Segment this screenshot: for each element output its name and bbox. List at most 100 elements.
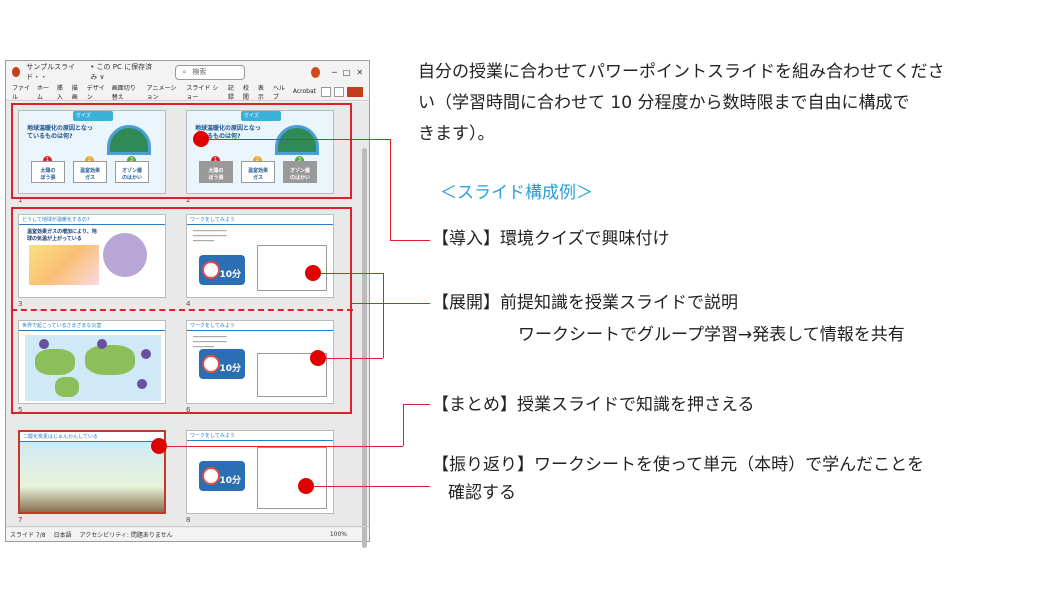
tab-record[interactable]: 記録 bbox=[227, 84, 234, 101]
connector-line bbox=[403, 404, 430, 405]
connector-line bbox=[390, 240, 430, 241]
timer-value: 10分 bbox=[219, 270, 241, 280]
example-heading: ＜スライド構成例＞ bbox=[440, 183, 593, 203]
slide-title: 温室効果ガスの増加により、地球の気温が上がっている bbox=[27, 229, 97, 242]
connector-line bbox=[209, 139, 390, 140]
tab-file[interactable]: ファイル bbox=[12, 84, 31, 101]
sunlight-illustration bbox=[29, 245, 99, 285]
language[interactable]: 日本語 bbox=[53, 531, 72, 539]
tab-animations[interactable]: アニメーション bbox=[146, 84, 177, 101]
slide-number: 3 bbox=[18, 300, 23, 308]
slide-body-text: ━━━━━━━━━━━━━━━━━━━━━━━━━━━━━━━━━━━━━━━━… bbox=[193, 335, 227, 349]
slide-header: 二酸化炭素はじゅんかんしている bbox=[20, 432, 164, 442]
connector-line bbox=[167, 446, 403, 447]
powerpoint-logo-icon bbox=[12, 67, 21, 77]
slide-header: ワークをしてみよう bbox=[187, 215, 333, 225]
disaster-icon bbox=[141, 349, 151, 359]
save-state[interactable]: • この PC に保存済み ∨ bbox=[90, 63, 153, 81]
slide-header: ワークをしてみよう bbox=[187, 321, 333, 331]
search-icon: ⌕ bbox=[182, 67, 187, 76]
quiz-option: 温室効果ガス bbox=[73, 161, 107, 183]
marker-dot bbox=[151, 438, 167, 454]
tab-slideshow[interactable]: スライド ショー bbox=[186, 84, 219, 101]
tab-help[interactable]: ヘルプ bbox=[272, 84, 285, 101]
marker-dot bbox=[310, 350, 326, 366]
timer-icon bbox=[202, 467, 220, 485]
slide-header: ワークをしてみよう bbox=[187, 431, 333, 441]
stage-review: 【振り返り】ワークシートを使って単元（本時）で学んだことを bbox=[432, 455, 925, 475]
tab-design[interactable]: デザイン bbox=[86, 84, 105, 101]
record-icon[interactable] bbox=[321, 86, 331, 97]
stage-intro: 【導入】環境クイズで興味付け bbox=[432, 229, 670, 249]
tab-acrobat[interactable]: Acrobat bbox=[292, 88, 316, 95]
work-timer: 10分 bbox=[199, 349, 245, 379]
scrollbar[interactable] bbox=[362, 148, 367, 548]
stage-development-detail: ワークシートでグループ学習→発表して情報を共有 bbox=[518, 325, 905, 345]
slide-thumbnail-8[interactable]: ワークをしてみよう 10分 bbox=[186, 430, 334, 514]
intro-group-box bbox=[11, 103, 352, 199]
intro-paragraph: 自分の授業に合わせてパワーポイントスライドを組み合わせてくださ い（学習時間に合… bbox=[418, 57, 1038, 150]
marker-dot bbox=[193, 131, 209, 147]
search-placeholder: 検索 bbox=[192, 68, 207, 76]
ribbon-buttons bbox=[321, 86, 369, 97]
timer-value: 10分 bbox=[219, 476, 241, 486]
present-icon[interactable] bbox=[334, 86, 344, 97]
option-number: 2 bbox=[253, 156, 262, 165]
document-title: サンプルスライド・・ bbox=[26, 63, 76, 81]
slide-thumbnail-6[interactable]: ワークをしてみよう ━━━━━━━━━━━━━━━━━━━━━━━━━━━━━━… bbox=[186, 320, 334, 404]
title-bar: サンプルスライド・・ • この PC に保存済み ∨ ⌕ 検索 ─□✕ bbox=[6, 61, 369, 83]
connector-line bbox=[352, 303, 430, 304]
tab-home[interactable]: ホーム bbox=[36, 84, 49, 101]
continent bbox=[35, 349, 75, 375]
zoom-level[interactable]: 100% bbox=[329, 530, 347, 538]
slide-header: クイズ bbox=[73, 111, 113, 121]
slide-number: 1 bbox=[18, 196, 23, 204]
work-timer: 10分 bbox=[199, 255, 245, 285]
slide-number: 4 bbox=[186, 300, 191, 308]
avatar[interactable] bbox=[310, 66, 320, 78]
slide-thumbnail-7[interactable]: 二酸化炭素はじゅんかんしている bbox=[18, 430, 166, 514]
tab-insert[interactable]: 挿入 bbox=[56, 84, 63, 101]
connector-line bbox=[314, 486, 430, 487]
slide-thumbnail-3[interactable]: どうして地球が温暖化するの? 温室効果ガスの増加により、地球の気温が上がっている bbox=[18, 214, 166, 298]
slide-title: 地球温暖化の原因となっているものは何? bbox=[27, 125, 93, 140]
world-map-illustration bbox=[25, 335, 161, 401]
tab-view[interactable]: 表示 bbox=[257, 84, 264, 101]
stage-review-detail: 確認する bbox=[448, 483, 516, 503]
carbon-cycle-illustration bbox=[20, 442, 164, 512]
marker-dot bbox=[298, 478, 314, 494]
slide-title: 地球温暖化の原因となっているものは何? bbox=[195, 125, 261, 140]
quiz-option: オゾン層のはかい bbox=[283, 161, 317, 183]
disaster-icon bbox=[137, 379, 147, 389]
tab-transitions[interactable]: 画面切り替え bbox=[111, 84, 136, 101]
slide-thumbnail-1[interactable]: クイズ 地球温暖化の原因となっているものは何? 1 2 3 太陽のぼう張 温室効… bbox=[18, 110, 166, 194]
slide-counter: スライド 7/8 bbox=[10, 531, 46, 539]
worksheet-image bbox=[257, 447, 327, 509]
stage-summary: 【まとめ】授業スライドで知識を押さえる bbox=[432, 395, 755, 415]
slide-thumbnail-4[interactable]: ワークをしてみよう ━━━━━━━━━━━━━━━━━━━━━━━━━━━━━━… bbox=[186, 214, 334, 298]
tab-draw[interactable]: 描画 bbox=[71, 84, 78, 101]
quiz-option: オゾン層のはかい bbox=[115, 161, 149, 183]
timer-icon bbox=[202, 261, 220, 279]
timer-value: 10分 bbox=[219, 364, 241, 374]
share-button[interactable] bbox=[347, 86, 363, 97]
search-input[interactable]: ⌕ 検索 bbox=[175, 64, 245, 80]
window-controls[interactable]: ─□✕ bbox=[331, 67, 370, 77]
connector-line bbox=[390, 139, 391, 240]
globe-illustration bbox=[107, 125, 151, 155]
intro-line: 自分の授業に合わせてパワーポイントスライドを組み合わせてくださ bbox=[418, 62, 945, 82]
slide-thumbnail-2[interactable]: クイズ 地球温暖化の原因となっているものは何? 1 2 3 太陽のぼう張 温室効… bbox=[186, 110, 334, 194]
option-number: 2 bbox=[85, 156, 94, 165]
continent bbox=[85, 345, 135, 375]
slide-thumbnail-5[interactable]: 世界で起こっているさまざまな災害 bbox=[18, 320, 166, 404]
disaster-icon bbox=[39, 339, 49, 349]
slide-number: 5 bbox=[18, 406, 23, 414]
tab-review[interactable]: 校閲 bbox=[242, 84, 249, 101]
stage-development: 【展開】前提知識を授業スライドで説明 bbox=[432, 293, 738, 313]
slide-header: どうして地球が温暖化するの? bbox=[19, 215, 165, 225]
slide-number: 8 bbox=[186, 516, 191, 524]
accessibility-status[interactable]: アクセシビリティ: 問題ありません bbox=[79, 531, 173, 539]
slide-body-text: ━━━━━━━━━━━━━━━━━━━━━━━━━━━━━━━━━━━━━━━━… bbox=[193, 229, 227, 243]
option-number: 1 bbox=[211, 156, 220, 165]
intro-line: きます）。 bbox=[418, 124, 495, 144]
